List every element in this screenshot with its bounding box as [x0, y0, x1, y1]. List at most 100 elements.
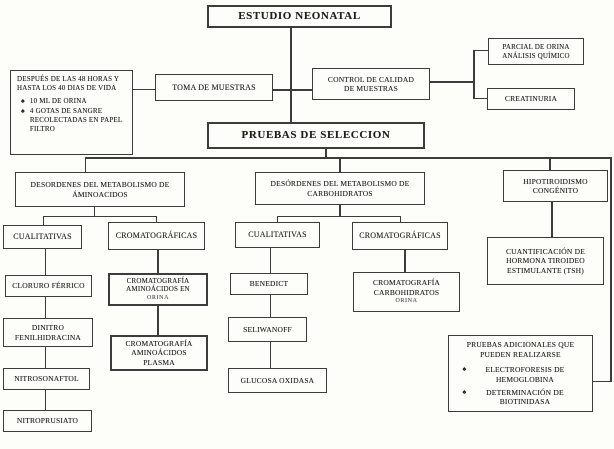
connector-pruebas-down [325, 149, 327, 158]
node-label: DESORDENES DEL METABOLISMO DE ÁMINOACIDO… [30, 180, 170, 199]
node-cromatografia-aminoacidos-orina: CROMATOGRAFÍA AMINOÁCIDOS EN ORINA [108, 273, 208, 306]
connector-cloruro-dinitro [45, 297, 46, 318]
node-toma-de-muestras: TOMA DE MUESTRAS [155, 74, 273, 101]
node-cualitativas-carbohidratos: CUALITATIVAS [235, 222, 320, 248]
node-label: PRUEBAS DE SELECCION [241, 128, 391, 141]
node-cromatograficas-aminoacidos: CROMATOGRÁFICAS [108, 222, 205, 250]
node-cualitativas-aminoacidos: CUALITATIVAS [3, 225, 82, 249]
node-hipotiroidismo-congenito: HIPOTIROIDISMO CONGÉNITO [503, 170, 608, 202]
connector-crom1-orina [157, 250, 159, 273]
node-nitroprusiato: NITROPRUSIATO [3, 410, 92, 432]
node-label: NITROPRUSIATO [16, 416, 79, 426]
node-label: CROMATOGRAFÍA AMINOÁCIDOS EN [126, 276, 190, 294]
node-label: CROMATOGRAFÍA AMINOÁCIDOS PLASMA [125, 338, 193, 367]
connector-carb-bracket [277, 216, 401, 217]
list-item: ♠ 10 ML DE ORINA [21, 97, 129, 106]
connector-amino-bracket [43, 216, 157, 217]
node-label: NITROSONAFTOL [14, 374, 79, 384]
node-label: PARCIAL DE ORINA ANÁLISIS QUÍMICO [502, 42, 570, 60]
node-parcial-de-orina: PARCIAL DE ORINA ANÁLISIS QUÍMICO [488, 38, 584, 65]
node-despues-48-horas: DESPUÉS DE LAS 48 HORAS Y HASTA LOS 40 D… [10, 70, 133, 155]
node-label: CUALITATIVAS [13, 232, 72, 241]
node-label: CUANTIFICACIÓN DE HORMONA TIROIDEO ESTIM… [505, 246, 586, 275]
bullet-text: DETERMINACIÓN DE BIOTINIDASA [486, 387, 564, 407]
note-header: PRUEBAS ADICIONALES QUE PUEDEN REALIZARS… [466, 340, 575, 359]
connector-amino-down [94, 207, 95, 217]
connector-despues-toma [133, 89, 155, 90]
node-pruebas-adicionales: PRUEBAS ADICIONALES QUE PUEDEN REALIZARS… [448, 335, 593, 412]
connector-hipo-cuant [551, 202, 553, 237]
node-label: CLORURO FÉRRICO [12, 281, 85, 291]
spade-bullet-icon: ♠ [462, 365, 467, 374]
connector-to-parcial [475, 50, 488, 51]
node-benedict: BENEDICT [230, 273, 308, 295]
node-sublabel: ORINA [395, 298, 418, 305]
node-control-de-calidad: CONTROL DE CALIDAD DE MUESTRAS [312, 68, 430, 100]
list-item: ♠ ELECTROFORESIS DE HEMOGLOBINA [462, 365, 578, 384]
connector-cual2-drop [277, 216, 278, 223]
connector-seliw-glucosa [270, 342, 271, 368]
node-seliwanoff: SELIWANOFF [228, 317, 307, 342]
connector-cual1-cloruro [45, 249, 46, 275]
node-cloruro-ferrico: CLORURO FÉRRICO [5, 275, 92, 297]
node-nitrosonaftol: NITROSONAFTOL [3, 368, 90, 390]
node-label: CUALITATIVAS [248, 230, 307, 239]
connector-to-pruebas [290, 90, 292, 122]
node-desordenes-carbohidratos: DESÓRDENES DEL METABOLISMO DE CARBOHIDRA… [255, 172, 425, 205]
connector-estudio-down [290, 28, 292, 90]
node-cromatografia-aminoacidos-plasma: CROMATOGRAFÍA AMINOÁCIDOS PLASMA [110, 335, 208, 371]
node-label: CROMATOGRAFÍA CARBOHIDRATOS [372, 278, 441, 297]
connector-to-creatinuria [475, 98, 488, 99]
spade-bullet-icon: ♠ [462, 387, 467, 396]
node-label: GLUCOSA OXIDASA [240, 375, 315, 385]
connector-toma-control [273, 89, 312, 91]
connector-dinitro-nitroso [45, 347, 46, 368]
node-label: SELIWANOFF [243, 324, 292, 334]
node-sublabel: ORINA [147, 295, 169, 301]
note-bullet-list: ♠ 10 ML DE ORINA ♠ 4 GOTAS DE SANGRE REC… [21, 95, 129, 134]
connector-drop-hipo [549, 158, 551, 170]
node-pruebas-de-seleccion: PRUEBAS DE SELECCION [207, 122, 425, 149]
node-label: TOMA DE MUESTRAS [172, 82, 256, 92]
connector-right-edge [610, 158, 612, 382]
node-label: HIPOTIROIDISMO CONGÉNITO [523, 176, 588, 195]
node-label: CROMATOGRÁFICAS [359, 231, 441, 240]
bullet-text: ELECTROFORESIS DE HEMOGLOBINA [485, 365, 565, 384]
node-label: CONTROL DE CALIDAD DE MUESTRAS [327, 74, 415, 93]
bullet-text: 10 ML DE ORINA [29, 96, 87, 105]
node-label: CROMATOGRÁFICAS [115, 231, 198, 240]
list-item: ♠ 4 GOTAS DE SANGRE RECOLECTADAS EN PAPE… [21, 107, 129, 133]
node-dinitro-fenilhidracina: DINITRO FENILHIDRACINA [3, 318, 93, 347]
spade-bullet-icon: ♠ [21, 107, 25, 116]
connector-orina-plasma [157, 306, 159, 335]
connector-nitroso-nitro [45, 390, 46, 410]
node-label: ESTUDIO NEONATAL [238, 9, 361, 22]
node-label: CREATINURIA [504, 94, 558, 104]
note-bullet-list: ♠ ELECTROFORESIS DE HEMOGLOBINA ♠ DETERM… [462, 361, 578, 407]
spade-bullet-icon: ♠ [21, 96, 25, 105]
connector-distribution [85, 157, 612, 159]
node-creatinuria: CREATINURIA [487, 88, 575, 110]
node-cromatografia-carbohidratos-orina: CROMATOGRAFÍA CARBOHIDRATOS ORINA [353, 272, 460, 312]
bullet-text: 4 GOTAS DE SANGRE RECOLECTADAS EN PAPEL … [29, 107, 123, 133]
connector-crom1-drop [156, 216, 157, 223]
node-desordenes-aminoacidos: DESORDENES DEL METABOLISMO DE ÁMINOACIDO… [15, 172, 185, 207]
connector-crom2-carbcroma [404, 250, 406, 272]
node-cromatograficas-carbohidratos: CROMATOGRÁFICAS [352, 222, 448, 250]
note-header: DESPUÉS DE LAS 48 HORAS Y HASTA LOS 40 D… [17, 75, 119, 92]
connector-drop-amino [85, 158, 86, 172]
connector-drop-carb [339, 158, 341, 172]
list-item: ♠ DETERMINACIÓN DE BIOTINIDASA [462, 388, 578, 407]
node-estudio-neonatal: ESTUDIO NEONATAL [207, 5, 392, 28]
node-glucosa-oxidasa: GLUCOSA OXIDASA [228, 368, 327, 393]
connector-control-bracket [430, 81, 473, 83]
node-label: BENEDICT [249, 279, 289, 289]
connector-cual2-benedict [270, 248, 271, 273]
connector-benedict-seliw [270, 295, 271, 317]
connector-cual1-drop [43, 216, 44, 225]
connector-bracket-vertical [473, 50, 475, 99]
connector-crom2-drop [400, 216, 401, 223]
node-label: DESÓRDENES DEL METABOLISMO DE CARBOHIDRA… [270, 179, 410, 198]
node-label: DINITRO FENILHIDRACINA [14, 323, 82, 342]
